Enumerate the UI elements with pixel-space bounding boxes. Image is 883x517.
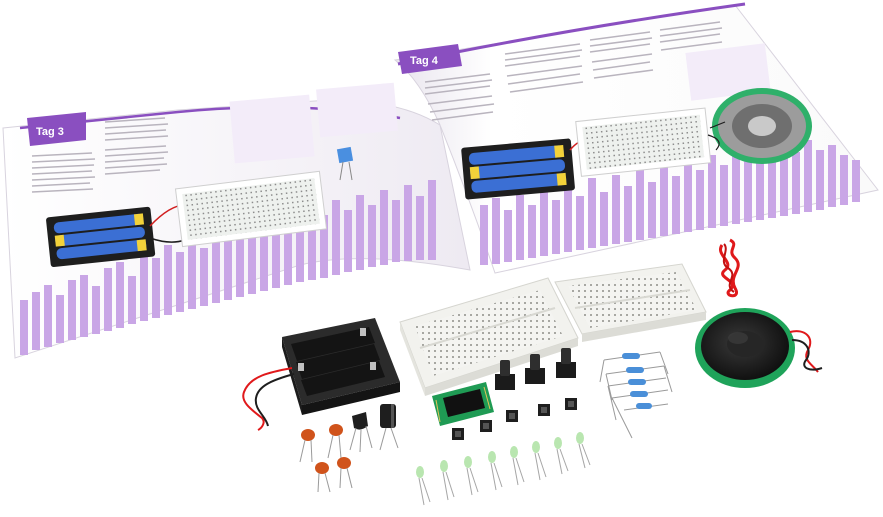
resistors: [599, 351, 673, 439]
ceramic-capacitor-2: [327, 424, 343, 459]
left-page-equalizer: [20, 180, 436, 355]
push-buttons: [452, 398, 577, 440]
breadboard-1: [399, 277, 579, 396]
tag-3-label: Tag 3: [27, 112, 86, 146]
battery-holder-wires: [242, 367, 295, 431]
right-page-speaker-wire: [707, 121, 726, 151]
leds: [416, 432, 591, 506]
led-4: [488, 451, 503, 491]
right-page-equalizer: [480, 140, 860, 265]
resistor-3: [607, 377, 667, 387]
booklet: Tag 3 Tag 4: [2, 2, 879, 359]
breadboard-2: [554, 263, 707, 342]
ceramic-capacitor-4: [337, 457, 353, 489]
led-8: [576, 432, 591, 469]
led-1: [416, 466, 431, 506]
right-page-info-box: [685, 43, 771, 101]
left-page-capacitor-illustration: [336, 146, 354, 181]
led-7: [554, 437, 569, 475]
push-button-3: [565, 398, 577, 410]
ceramic-capacitors: [299, 424, 353, 493]
chip-module: [432, 382, 494, 426]
right-page-speaker-illustration: [712, 88, 812, 164]
right-page-text-block: [424, 21, 723, 121]
left-page-info-box-2: [316, 82, 398, 138]
resistor-4: [611, 389, 669, 399]
left-page-battery-illustration: [46, 206, 156, 267]
left-page-text-block: [31, 117, 169, 193]
push-button-5: [452, 428, 464, 440]
speaker-wires: [789, 330, 823, 373]
speaker: [695, 308, 795, 388]
led-3: [464, 456, 479, 496]
resistor-2: [605, 365, 665, 375]
left-page-info-box: [229, 94, 315, 164]
resistor-1: [603, 351, 661, 361]
led-2: [440, 460, 455, 501]
right-page-breadboard-illustration: [575, 107, 712, 177]
potentiometer-2: [525, 354, 545, 384]
right-page-battery-illustration: [461, 138, 575, 200]
push-button-4: [480, 420, 492, 432]
ceramic-capacitor-3: [315, 462, 331, 493]
push-button-1: [506, 410, 518, 422]
electrolytic-capacitor: [379, 404, 399, 451]
potentiometer-1: [495, 360, 515, 390]
tag-3-text: Tag 3: [36, 126, 64, 138]
potentiometer-3: [556, 348, 576, 378]
push-button-2: [538, 404, 550, 416]
led-6: [532, 441, 547, 481]
red-wire-coil: [719, 238, 740, 298]
resistor-5: [623, 403, 669, 411]
tag-4-text: Tag 4: [410, 55, 439, 67]
ceramic-capacitor-1: [299, 429, 315, 463]
tag-4-label: Tag 4: [398, 44, 462, 74]
battery-holder: [282, 318, 400, 415]
led-5: [510, 446, 525, 486]
left-page-breadboard-illustration: [174, 170, 328, 248]
transistor: [349, 412, 373, 453]
